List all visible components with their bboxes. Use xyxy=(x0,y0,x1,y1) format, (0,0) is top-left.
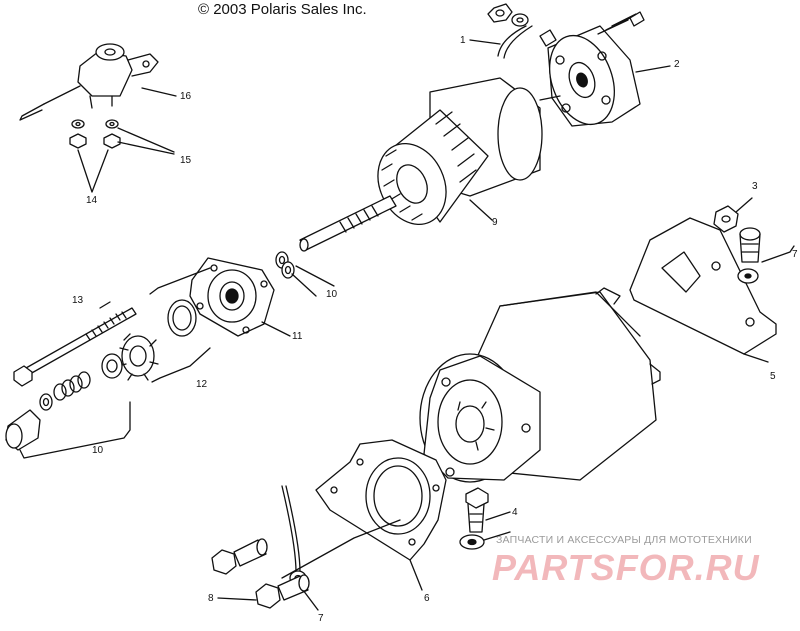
callout-8: 8 xyxy=(208,593,214,604)
nut-part-1 xyxy=(488,4,532,58)
bolts-part-8 xyxy=(212,539,309,608)
leader-4 xyxy=(484,512,510,540)
starter-motor-body xyxy=(420,288,660,482)
leader-2 xyxy=(636,66,670,72)
wire-part-7-bottom xyxy=(282,486,306,585)
callout-15: 15 xyxy=(180,155,192,166)
leader-13 xyxy=(100,302,110,308)
leader-10-right xyxy=(292,266,334,296)
callout-5: 5 xyxy=(770,371,776,382)
end-cap-part-2 xyxy=(538,12,644,133)
leader-12 xyxy=(152,348,210,382)
washers-part-10 xyxy=(276,252,294,278)
leader-6-shaft xyxy=(282,520,400,578)
drive-housing-part-11 xyxy=(168,258,274,336)
callout-13: 13 xyxy=(72,295,84,306)
watermark-tagline: ЗАПЧАСТИ И АКСЕССУАРЫ ДЛЯ МОТОТЕХНИКИ xyxy=(496,534,752,546)
callout-1: 1 xyxy=(460,35,466,46)
washers-nuts-parts-14-15 xyxy=(70,120,120,148)
callout-14: 14 xyxy=(86,195,98,206)
leader-12-top xyxy=(150,268,210,294)
callout-9: 9 xyxy=(492,217,498,228)
nut-part-3 xyxy=(714,206,738,232)
bolt-part-13 xyxy=(14,308,136,386)
leader-5 xyxy=(744,354,768,362)
leader-6-bottom xyxy=(410,560,422,590)
leader-1 xyxy=(470,40,500,44)
bolt-part-7-right xyxy=(738,228,760,283)
leader-8 xyxy=(218,598,256,600)
mounting-bracket-part-5 xyxy=(630,218,776,354)
solenoid-part-16 xyxy=(20,44,158,120)
leader-15 xyxy=(118,128,174,154)
spring-cap-part-10 xyxy=(6,372,90,450)
callout-16: 16 xyxy=(180,91,192,102)
leader-3 xyxy=(736,198,752,212)
callout-10-left: 10 xyxy=(92,445,104,456)
copyright-text: © 2003 Polaris Sales Inc. xyxy=(198,1,367,18)
leader-11 xyxy=(262,322,290,336)
callout-12: 12 xyxy=(196,379,208,390)
callout-2: 2 xyxy=(674,59,680,70)
leader-9 xyxy=(470,200,492,220)
callout-11: 11 xyxy=(292,331,303,342)
watermark-logo: PARTSFOR.RU xyxy=(492,547,760,588)
leader-10-left xyxy=(20,402,130,458)
bolt-part-4 xyxy=(460,488,488,549)
leader-14 xyxy=(78,150,108,192)
callout-7-right: 7 xyxy=(792,249,798,260)
pinion-gear-part-12 xyxy=(102,334,158,380)
callout-4: 4 xyxy=(512,507,518,518)
callout-3: 3 xyxy=(752,181,758,192)
callout-10-right: 10 xyxy=(326,289,338,300)
lower-bracket-part-6 xyxy=(316,440,446,560)
armature-part-9 xyxy=(300,78,542,251)
leader-9-to-cap xyxy=(540,96,560,100)
leader-7-right xyxy=(762,246,794,262)
leader-16 xyxy=(142,88,176,96)
callout-7-bottom: 7 xyxy=(318,613,324,624)
callout-6: 6 xyxy=(424,593,430,604)
